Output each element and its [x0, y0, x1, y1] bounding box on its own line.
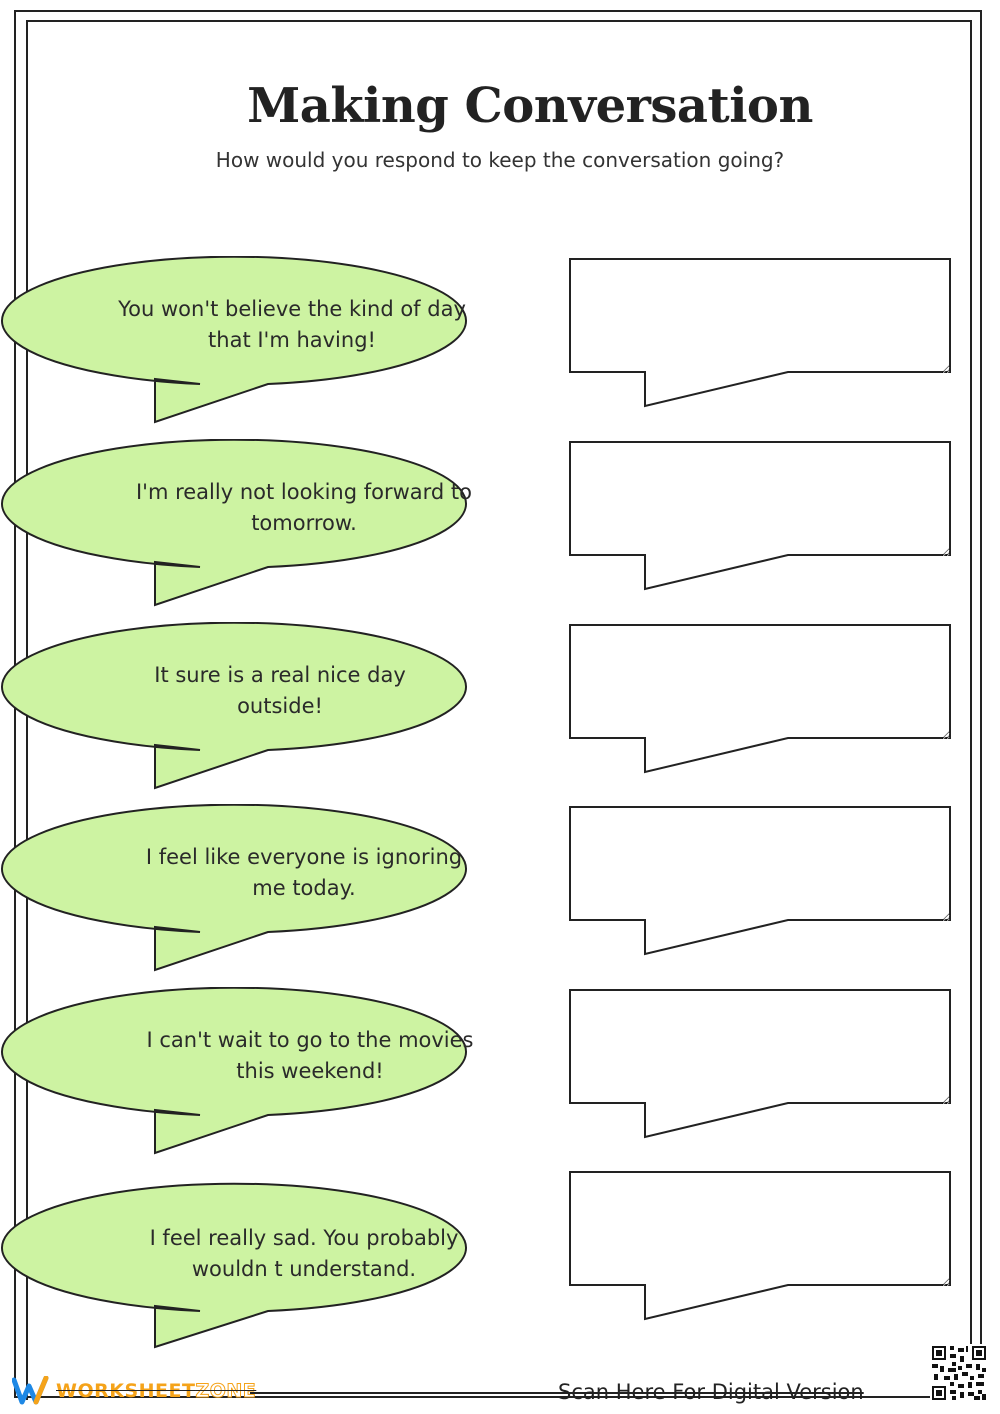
page-title: Making Conversation	[247, 78, 813, 134]
response-input[interactable]	[574, 264, 950, 374]
page-subtitle: How would you respond to keep the conver…	[215, 148, 785, 172]
prompt-text: I can't wait to go to the movies this wee…	[100, 1021, 520, 1091]
prompt-line: I feel like everyone is ignoring	[145, 845, 463, 869]
prompt-bubble	[1, 1182, 467, 1349]
prompt-line: me today.	[252, 876, 356, 900]
logo-text-worksheet: WORKSHEET	[56, 1380, 196, 1402]
prompt-line: that I'm having!	[208, 328, 376, 352]
prompt-line: I'm really not looking forward to	[135, 480, 472, 504]
prompt-bubble	[1, 804, 467, 972]
prompt-bubble	[1, 439, 467, 607]
response-input[interactable]	[574, 447, 950, 557]
prompt-bubble	[1, 987, 467, 1155]
conversation-row: I feel like everyone is ignoring me today…	[0, 804, 1000, 984]
qr-code-icon[interactable]	[930, 1344, 988, 1402]
prompt-bubble	[1, 622, 467, 790]
conversation-row: I can't wait to go to the movies this wee…	[0, 987, 1000, 1167]
prompt-line: this weekend!	[236, 1059, 384, 1083]
prompt-line: wouldn t understand.	[191, 1257, 417, 1281]
conversation-row: You won't believe the kind of day that I'…	[0, 256, 1000, 436]
prompt-line: You won't believe the kind of day	[118, 297, 466, 321]
footer-divider	[250, 1392, 558, 1394]
response-input[interactable]	[574, 630, 950, 740]
conversation-row: It sure is a real nice day outside!	[0, 622, 1000, 802]
prompt-text: You won't believe the kind of day that I'…	[82, 290, 502, 360]
prompt-text: I feel really sad. You probably wouldn t …	[94, 1219, 514, 1289]
prompt-text: I feel like everyone is ignoring me today…	[94, 838, 514, 908]
prompt-line: I feel really sad. You probably	[149, 1226, 459, 1250]
prompt-line: I can't wait to go to the movies	[146, 1028, 474, 1052]
logo-w-icon	[12, 1376, 49, 1405]
prompt-bubble	[1, 256, 467, 424]
response-input[interactable]	[574, 1177, 950, 1287]
response-input[interactable]	[574, 812, 950, 922]
logo-text-zone: ZONE	[195, 1380, 257, 1403]
response-input[interactable]	[574, 995, 950, 1105]
prompt-text: I'm really not looking forward to tomorro…	[94, 473, 514, 543]
prompt-line: It sure is a real nice day	[154, 663, 406, 687]
scan-here-text: Scan Here For Digital Version	[558, 1380, 864, 1404]
prompt-text: It sure is a real nice day outside!	[70, 656, 490, 726]
conversation-row: I feel really sad. You probably wouldn t …	[0, 1169, 1000, 1349]
prompt-line: outside!	[237, 694, 323, 718]
prompt-line: tomorrow.	[251, 511, 357, 535]
conversation-row: I'm really not looking forward to tomorro…	[0, 439, 1000, 619]
